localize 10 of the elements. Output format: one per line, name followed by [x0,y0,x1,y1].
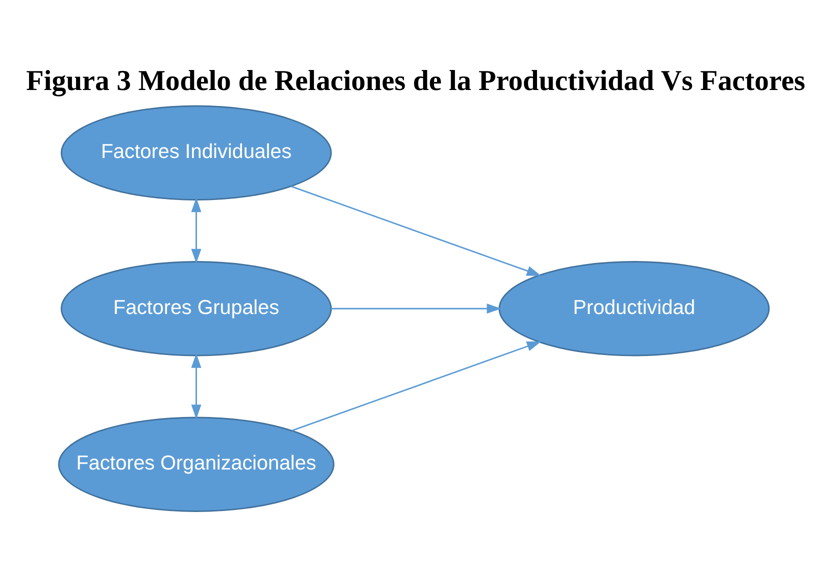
arrow [290,186,542,276]
node-ellipse: Factores Individuales [60,105,332,200]
arrow [292,341,542,432]
arrow [191,353,202,420]
arrow [331,304,502,314]
node-ellipse: Factores Organizacionales [58,416,334,512]
diagram-title: Figura 3 Modelo de Relaciones de la Productividad Vs Factores [26,65,806,98]
node-ellipse: Productividad [498,261,770,356]
node-ellipse: Factores Grupales [60,261,332,356]
arrow [191,198,202,264]
